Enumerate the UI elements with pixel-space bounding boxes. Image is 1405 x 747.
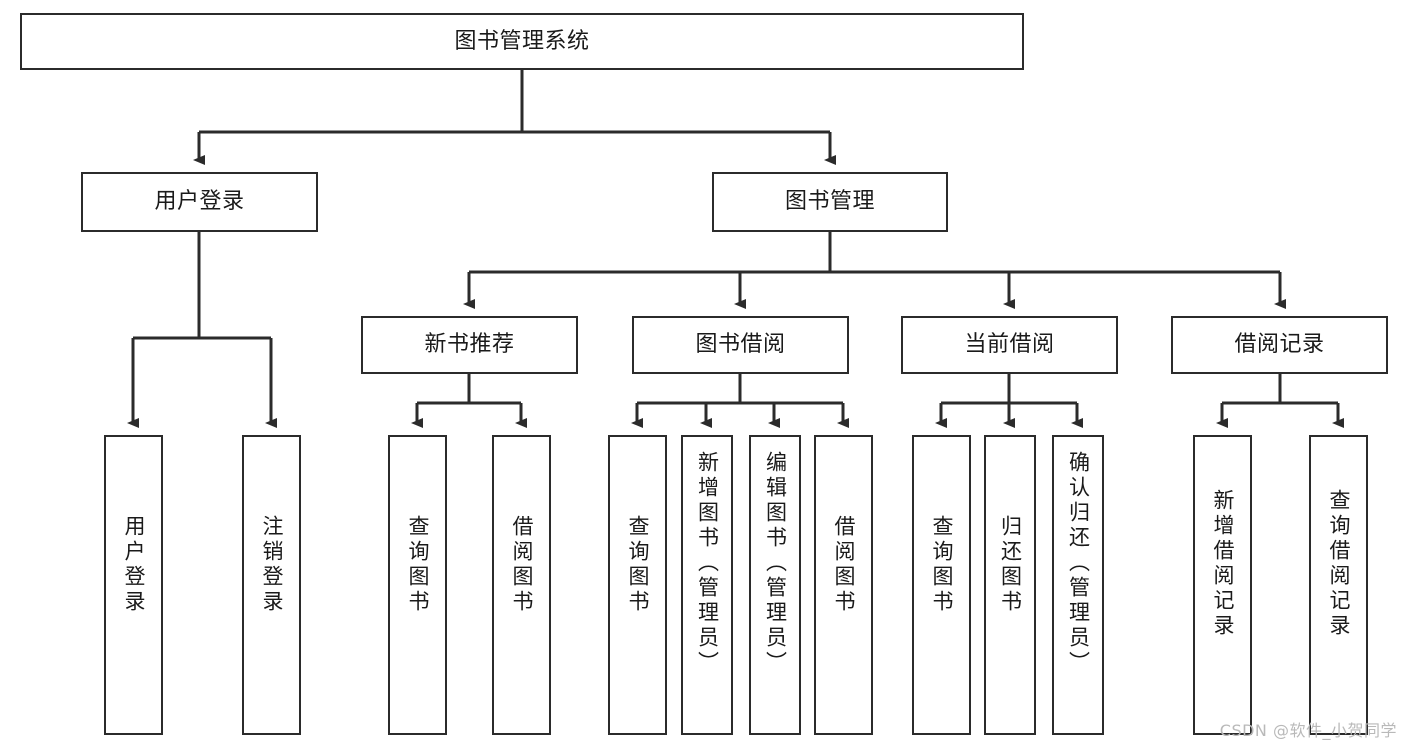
node-leaf-query-book-2[interactable]: 查询图书: [608, 435, 667, 735]
node-book-borrow-label: 图书借阅: [695, 332, 786, 358]
node-leaf-borrow-book-2-label: 借阅图书: [832, 515, 856, 615]
node-new-book-recommend-label: 新书推荐: [424, 332, 515, 358]
node-leaf-add-record[interactable]: 新增借阅记录: [1193, 435, 1252, 735]
node-book-borrow[interactable]: 图书借阅: [632, 316, 849, 374]
node-leaf-borrow-book-2[interactable]: 借阅图书: [814, 435, 873, 735]
node-leaf-query-book-3-label: 查询图书: [930, 515, 954, 615]
node-leaf-add-book-label: 新增图书（管理员）: [695, 451, 720, 676]
node-leaf-logout-login[interactable]: 注销登录: [242, 435, 301, 735]
node-leaf-confirm-return-label: 确认归还（管理员）: [1066, 451, 1091, 676]
node-borrow-record[interactable]: 借阅记录: [1171, 316, 1388, 374]
node-leaf-confirm-return[interactable]: 确认归还（管理员）: [1052, 435, 1104, 735]
node-leaf-query-record[interactable]: 查询借阅记录: [1309, 435, 1368, 735]
node-leaf-borrow-book-1[interactable]: 借阅图书: [492, 435, 551, 735]
node-current-borrow-label: 当前借阅: [964, 332, 1055, 358]
node-user-login[interactable]: 用户登录: [81, 172, 318, 232]
node-leaf-user-login[interactable]: 用户登录: [104, 435, 163, 735]
node-new-book-recommend[interactable]: 新书推荐: [361, 316, 578, 374]
node-leaf-borrow-book-1-label: 借阅图书: [510, 515, 534, 615]
node-leaf-user-login-label: 用户登录: [122, 515, 146, 615]
node-leaf-return-book-label: 归还图书: [998, 515, 1023, 615]
node-book-manage[interactable]: 图书管理: [712, 172, 948, 232]
node-leaf-edit-book[interactable]: 编辑图书（管理员）: [749, 435, 801, 735]
node-root-label: 图书管理系统: [454, 28, 590, 54]
node-leaf-add-book[interactable]: 新增图书（管理员）: [681, 435, 733, 735]
node-book-manage-label: 图书管理: [784, 189, 875, 215]
node-leaf-edit-book-label: 编辑图书（管理员）: [763, 451, 788, 676]
node-root[interactable]: 图书管理系统: [20, 13, 1024, 70]
node-leaf-query-book-1-label: 查询图书: [406, 515, 430, 615]
node-leaf-query-book-2-label: 查询图书: [626, 515, 650, 615]
node-borrow-record-label: 借阅记录: [1234, 332, 1325, 358]
node-leaf-query-book-1[interactable]: 查询图书: [388, 435, 447, 735]
node-leaf-add-record-label: 新增借阅记录: [1211, 489, 1235, 639]
node-current-borrow[interactable]: 当前借阅: [901, 316, 1118, 374]
node-leaf-query-record-label: 查询借阅记录: [1327, 489, 1351, 639]
node-leaf-return-book[interactable]: 归还图书: [984, 435, 1036, 735]
node-user-login-label: 用户登录: [154, 189, 245, 215]
node-leaf-logout-login-label: 注销登录: [260, 515, 284, 615]
watermark-text: CSDN @软件_小贺同学: [1219, 721, 1397, 740]
node-leaf-query-book-3[interactable]: 查询图书: [912, 435, 971, 735]
